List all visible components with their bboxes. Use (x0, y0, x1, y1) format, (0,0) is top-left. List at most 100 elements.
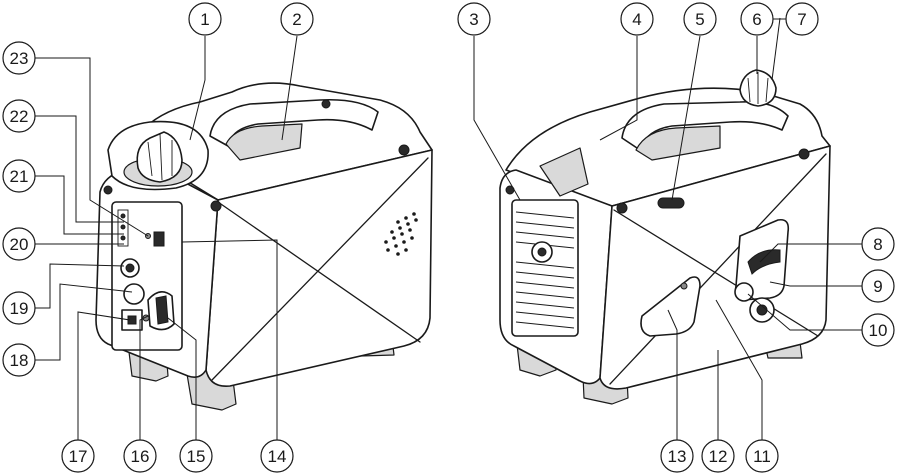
callout-6: 6 (740, 2, 774, 36)
callout-6-label: 6 (752, 10, 761, 29)
callout-4: 4 (620, 2, 654, 36)
leader-1 (189, 36, 206, 141)
left-side-panel (205, 149, 433, 387)
callout-19-label: 19 (10, 299, 29, 318)
leader-8 (759, 243, 862, 263)
left-corner-screw-2 (398, 144, 410, 156)
leader-23 (24, 57, 149, 237)
callout-7: 7 (785, 2, 819, 36)
right-oil-port (734, 282, 754, 302)
callout-15: 15 (179, 439, 213, 473)
left-side-vent (384, 212, 418, 256)
left-indicator-light-3 (120, 235, 126, 241)
left-side-cross-2 (211, 157, 429, 381)
callout-1: 1 (188, 2, 222, 36)
leader-19 (24, 263, 125, 309)
callout-23: 23 (2, 41, 36, 75)
leader-13 (667, 309, 678, 440)
left-corner-screw-3 (103, 185, 113, 195)
left-corner-screw-1 (210, 200, 222, 212)
callout-21: 21 (2, 159, 36, 193)
leader-14 (181, 239, 278, 440)
leader-11 (715, 299, 763, 440)
left-corner-screw-4 (321, 99, 331, 109)
left-generator (95, 82, 433, 411)
right-oval-indicator (657, 197, 685, 209)
leader-lines (24, 17, 862, 440)
callout-2: 2 (280, 2, 314, 36)
leader-17 (77, 311, 131, 440)
callout-12: 12 (701, 439, 735, 473)
left-reset-button (123, 283, 145, 305)
callout-20-label: 20 (10, 235, 29, 254)
callout-22-label: 22 (10, 107, 29, 126)
callout-4-label: 4 (632, 10, 641, 29)
left-handle (209, 98, 379, 147)
callout-9-label: 9 (873, 277, 882, 296)
left-indicator-light-2 (120, 224, 126, 230)
leader-16 (139, 315, 149, 440)
callout-12-label: 12 (709, 447, 728, 466)
callout-3: 3 (457, 2, 491, 36)
callout-23-label: 23 (10, 49, 29, 68)
callout-3-label: 3 (469, 10, 478, 29)
callout-10: 10 (861, 313, 895, 347)
callout-20: 20 (2, 227, 36, 261)
right-pull-start-handle (747, 249, 781, 275)
callout-11-label: 11 (753, 447, 771, 466)
right-vent-grille (511, 199, 579, 337)
callout-18-label: 18 (10, 351, 29, 370)
right-handle-recess (635, 125, 721, 161)
left-side-cross-1 (217, 201, 421, 343)
right-generator (499, 69, 831, 405)
right-handle (621, 100, 789, 151)
right-access-cover-screw (680, 282, 688, 290)
callout-10-label: 10 (869, 321, 888, 340)
callout-8-label: 8 (873, 235, 882, 254)
callout-8: 8 (861, 227, 895, 261)
callout-1-label: 1 (200, 10, 209, 29)
callout-11: 11 (745, 439, 779, 473)
right-side-cross-1 (613, 209, 819, 337)
callout-7-label: 7 (797, 10, 806, 29)
leader-9 (769, 281, 862, 287)
leader-7 (771, 17, 781, 81)
callout-13: 13 (660, 439, 694, 473)
leader-5 (671, 35, 701, 201)
callout-9: 9 (861, 269, 895, 303)
leader-2 (281, 35, 298, 141)
callout-5-label: 5 (695, 10, 704, 29)
callout-19: 19 (2, 291, 36, 325)
left-indicator-light-1 (120, 213, 126, 219)
leader-18 (24, 283, 133, 361)
callout-22: 22 (2, 99, 36, 133)
leader-22 (24, 115, 124, 223)
callout-21-label: 21 (10, 167, 29, 186)
leader-21 (24, 175, 124, 235)
callout-14-label: 14 (268, 447, 287, 466)
left-fuel-cap-ribs (147, 133, 173, 181)
callout-5: 5 (683, 2, 717, 36)
left-indicator-strip (117, 209, 129, 247)
callout-18: 18 (2, 343, 36, 377)
leader-3 (473, 36, 521, 201)
callout-16: 16 (123, 439, 157, 473)
right-corner-screw-1 (616, 202, 628, 214)
leader-4 (599, 36, 638, 141)
left-dc-outlet-core (125, 263, 135, 273)
callout-2-label: 2 (292, 10, 301, 29)
right-top-recess (539, 147, 589, 197)
callout-14: 14 (260, 439, 294, 473)
callout-13-label: 13 (668, 447, 687, 466)
left-eco-switch (153, 231, 165, 247)
right-side-cross-2 (609, 153, 827, 385)
callout-16-label: 16 (131, 447, 150, 466)
callout-15-label: 15 (187, 447, 206, 466)
right-access-cover (640, 276, 701, 337)
left-choke-knob-grip (155, 295, 169, 325)
callout-17: 17 (61, 439, 95, 473)
right-corner-screw-2 (798, 148, 810, 160)
leader-10 (747, 293, 862, 331)
